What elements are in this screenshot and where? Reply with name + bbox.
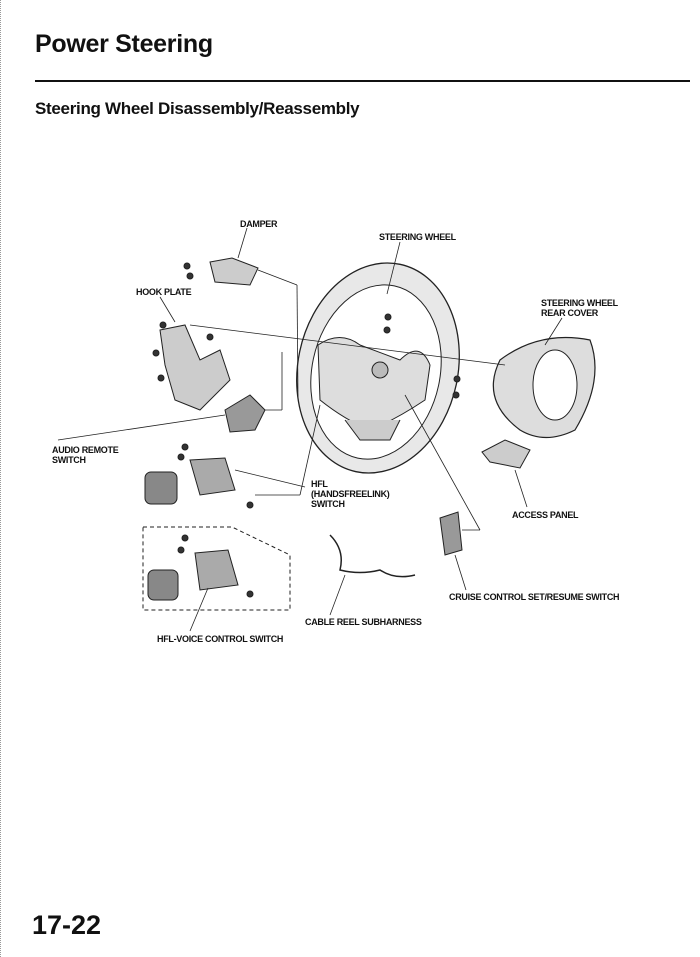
label-rear-cover-line1: STEERING WHEEL	[541, 298, 618, 308]
hfl-switch-drawing	[144, 457, 236, 505]
steering-wheel-drawing	[296, 262, 460, 474]
label-hfl-switch: HFL (HANDSFREELINK) SWITCH	[311, 479, 390, 509]
label-audio-line1: AUDIO REMOTE	[52, 445, 119, 455]
label-hfl-line1: HFL	[311, 479, 328, 489]
hook-plate-drawing	[159, 324, 231, 411]
label-hfl-line2: (HANDSFREELINK)	[311, 489, 390, 499]
label-steering-wheel: STEERING WHEEL	[379, 232, 456, 242]
audio-switch-drawing	[224, 394, 266, 433]
label-access-panel: ACCESS PANEL	[512, 510, 579, 520]
section-subtitle: Steering Wheel Disassembly/Reassembly	[35, 99, 360, 118]
label-audio-line2: SWITCH	[52, 455, 86, 465]
label-hfl-line3: SWITCH	[311, 499, 345, 509]
label-hfl-voice: HFL-VOICE CONTROL SWITCH	[157, 634, 284, 644]
bolt-icons	[152, 262, 461, 598]
cable-reel-drawing	[329, 534, 416, 578]
label-damper: DAMPER	[240, 219, 278, 229]
title-divider	[35, 80, 690, 82]
label-hook-plate: HOOK PLATE	[136, 287, 192, 297]
page-title: Power Steering	[35, 30, 213, 58]
leader-lines	[57, 227, 563, 632]
label-rear-cover: STEERING WHEEL REAR COVER	[541, 298, 618, 318]
access-panel-drawing	[481, 439, 531, 469]
label-audio-remote-switch: AUDIO REMOTE SWITCH	[52, 445, 119, 465]
page-edge	[0, 0, 3, 957]
label-cable-reel: CABLE REEL SUBHARNESS	[305, 617, 422, 627]
rear-cover-drawing	[492, 336, 596, 439]
cruise-switch-drawing	[439, 511, 463, 556]
label-rear-cover-line2: REAR COVER	[541, 308, 599, 318]
damper-drawing	[209, 257, 259, 286]
hfl-voice-drawing	[142, 526, 291, 611]
label-cruise-switch: CRUISE CONTROL SET/RESUME SWITCH	[449, 592, 620, 602]
page-number: 17-22	[32, 910, 102, 940]
